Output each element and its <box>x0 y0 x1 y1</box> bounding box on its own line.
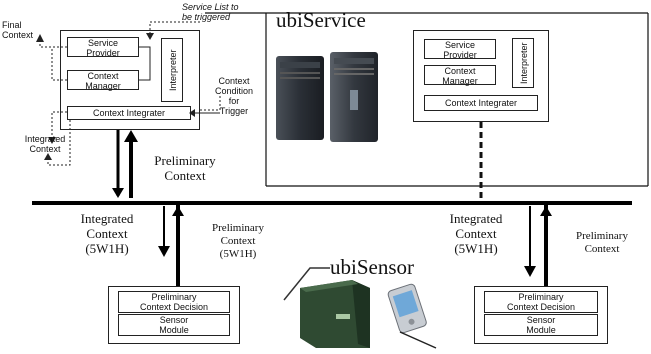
server-image <box>276 52 378 142</box>
context-integrator-box-right: Context Integrater <box>424 95 538 111</box>
context-decision-box-left: Preliminary Context Decision <box>118 291 230 313</box>
integrated-context-left-label: Integrated Context (5W1H) <box>80 211 134 256</box>
service-provider-box-left: Service Provider <box>67 37 139 58</box>
context-decision-box-right: Preliminary Context Decision <box>484 291 598 313</box>
interpreter-box-left: Interpreter <box>161 38 183 102</box>
context-integrator-box-left: Context Integrater <box>67 106 191 120</box>
service-list-label: Service List to be triggered <box>182 2 239 22</box>
preliminary-context-left-label: Preliminary Context (5W1H) <box>212 222 264 260</box>
context-manager-box-left: Context Manager <box>67 70 139 91</box>
final-context-label: Final Context <box>2 20 34 40</box>
ubisensor-title: ubiSensor <box>330 255 414 279</box>
preliminary-context-top-label: Preliminary Context <box>154 153 216 183</box>
preliminary-context-right-label: Preliminary Context <box>576 230 628 255</box>
interpreter-box-right: Interpreter <box>512 38 534 88</box>
integrated-context-right-label: Integrated Context (5W1H) <box>449 211 503 256</box>
sensor-module-box-left: Sensor Module <box>118 314 230 336</box>
ubiservice-title: ubiService <box>276 8 366 32</box>
context-manager-box-right: Context Manager <box>424 65 496 86</box>
pda-image <box>387 283 437 349</box>
context-condition-label: Context Condition for Trigger <box>214 76 254 116</box>
sensor-device-image <box>300 280 370 348</box>
service-provider-box-right: Service Provider <box>424 39 496 60</box>
integrated-context-small-label: Integrated Context <box>24 134 66 154</box>
sensor-module-box-right: Sensor Module <box>484 314 598 336</box>
